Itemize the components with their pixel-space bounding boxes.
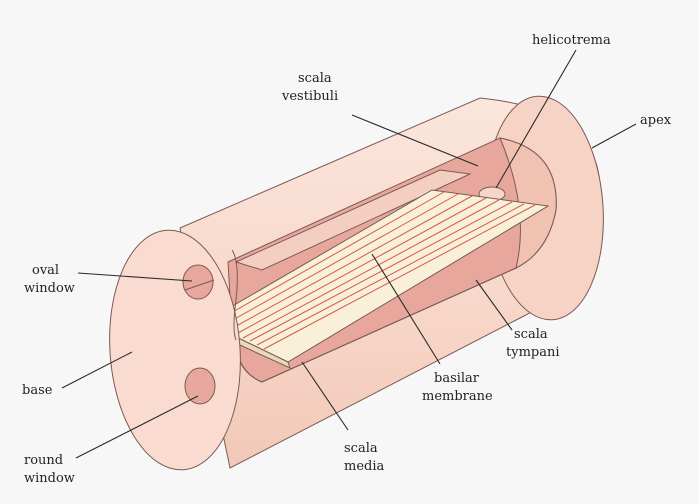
label-helicotrema: helicotrema (532, 33, 611, 48)
label-scala-media-1: scala (344, 441, 378, 456)
label-apex: apex (640, 113, 672, 128)
label-oval-window-1: oval (32, 263, 59, 278)
label-round-window-1: round (24, 453, 63, 468)
label-scala-vestibuli-2: vestibuli (281, 89, 338, 104)
label-scala-media-2: media (344, 459, 385, 474)
label-basilar-membrane-2: membrane (422, 389, 493, 404)
label-base: base (22, 383, 53, 398)
label-basilar-membrane-1: basilar (434, 371, 480, 386)
round-window (185, 368, 215, 404)
label-round-window-2: window (24, 471, 75, 486)
label-oval-window-2: window (24, 281, 75, 296)
label-scala-vestibuli-1: scala (298, 71, 332, 86)
label-scala-tympani-1: scala (514, 327, 548, 342)
label-scala-tympani-2: tympani (506, 345, 560, 360)
